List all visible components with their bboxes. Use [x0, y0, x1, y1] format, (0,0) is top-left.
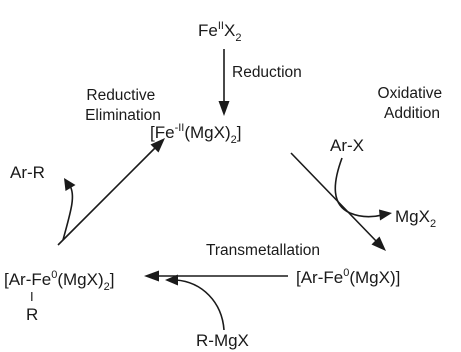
species-fe-ii-x2: FeIIX2 [198, 20, 241, 44]
bond-line: I [30, 289, 34, 304]
reduction-label: Reduction [232, 64, 302, 81]
oxidative-addition-curved-arrow [334, 157, 392, 221]
oxidative-addition-label: Oxidative Addition [378, 85, 447, 122]
byproduct-mgx2: MgX2 [395, 207, 436, 230]
species-fe-minus-ii-mgx2: [Fe-II(MgX)2] [150, 122, 241, 146]
reagent-ar-x: Ar-X [330, 136, 364, 155]
oxidative-addition-arrow [290, 152, 386, 251]
reductive-elimination-curved-arrow [62, 178, 76, 241]
species-ar-fe0-mgx: [Ar-Fe0(MgX)] [296, 267, 400, 287]
reduction-arrow [218, 49, 230, 116]
transmetallation-label: Transmetallation [206, 242, 320, 259]
reductive-elimination-label: Reductive Elimination [85, 87, 161, 124]
reductive-elimination-arrow [57, 138, 165, 246]
substituent-r: R [26, 305, 38, 324]
reagent-r-mgx: R-MgX [196, 331, 249, 350]
transmetallation-curved-arrow [165, 274, 225, 331]
product-ar-r: Ar-R [10, 163, 45, 182]
species-ar-fe0-r-mgx2: [Ar-Fe0(MgX)2] [4, 269, 115, 293]
